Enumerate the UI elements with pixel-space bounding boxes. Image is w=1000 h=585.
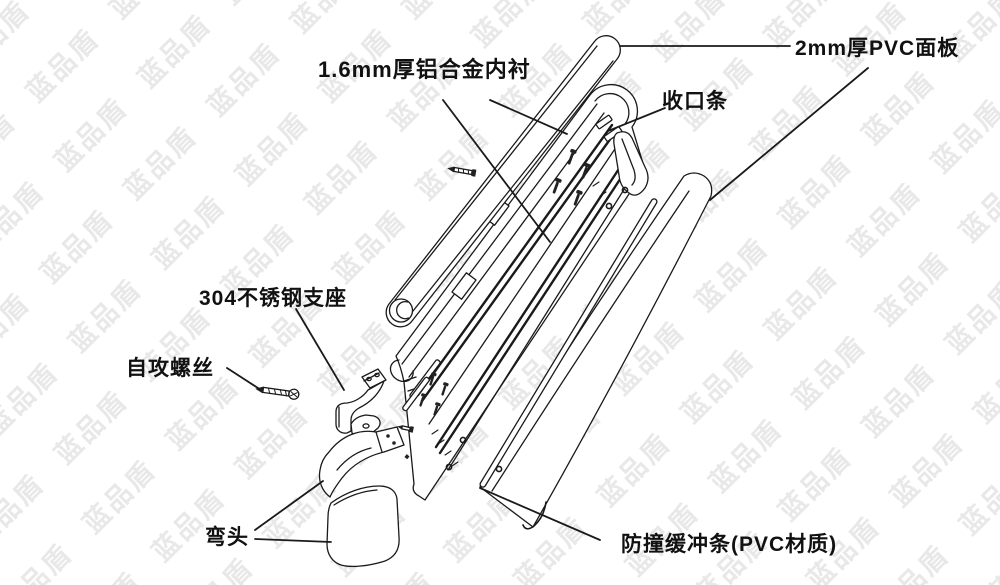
label-aluminium-liner: 1.6mm厚铝合金内衬: [318, 57, 531, 82]
screw-upper-left: [447, 166, 477, 177]
stainless-bracket: [335, 368, 387, 436]
hole-dots: [404, 186, 629, 473]
screw-elbow: [397, 425, 414, 433]
elbow-upper: [318, 426, 405, 498]
closing-strip-clip: [595, 114, 649, 196]
elbow-lower: [326, 485, 400, 568]
small-liner-strips: [402, 359, 441, 412]
fastener-screws-upper: [552, 148, 591, 206]
label-screw: 自攻螺丝: [126, 357, 214, 380]
pvc-face-panel: [479, 172, 713, 530]
label-closing-strip: 收口条: [662, 90, 728, 113]
buffer-strip: [479, 198, 658, 488]
label-pvc-panel: 2mm厚PVC面板: [795, 37, 960, 60]
fastener-screws-lower: [419, 372, 449, 416]
label-buffer-strip: 防撞缓冲条(PVC材质): [621, 533, 838, 556]
leader-lines: [226, 45, 869, 543]
label-elbow: 弯头: [205, 526, 249, 549]
self-tapping-screw: [255, 386, 300, 400]
label-bracket: 304不锈钢支座: [199, 287, 348, 310]
